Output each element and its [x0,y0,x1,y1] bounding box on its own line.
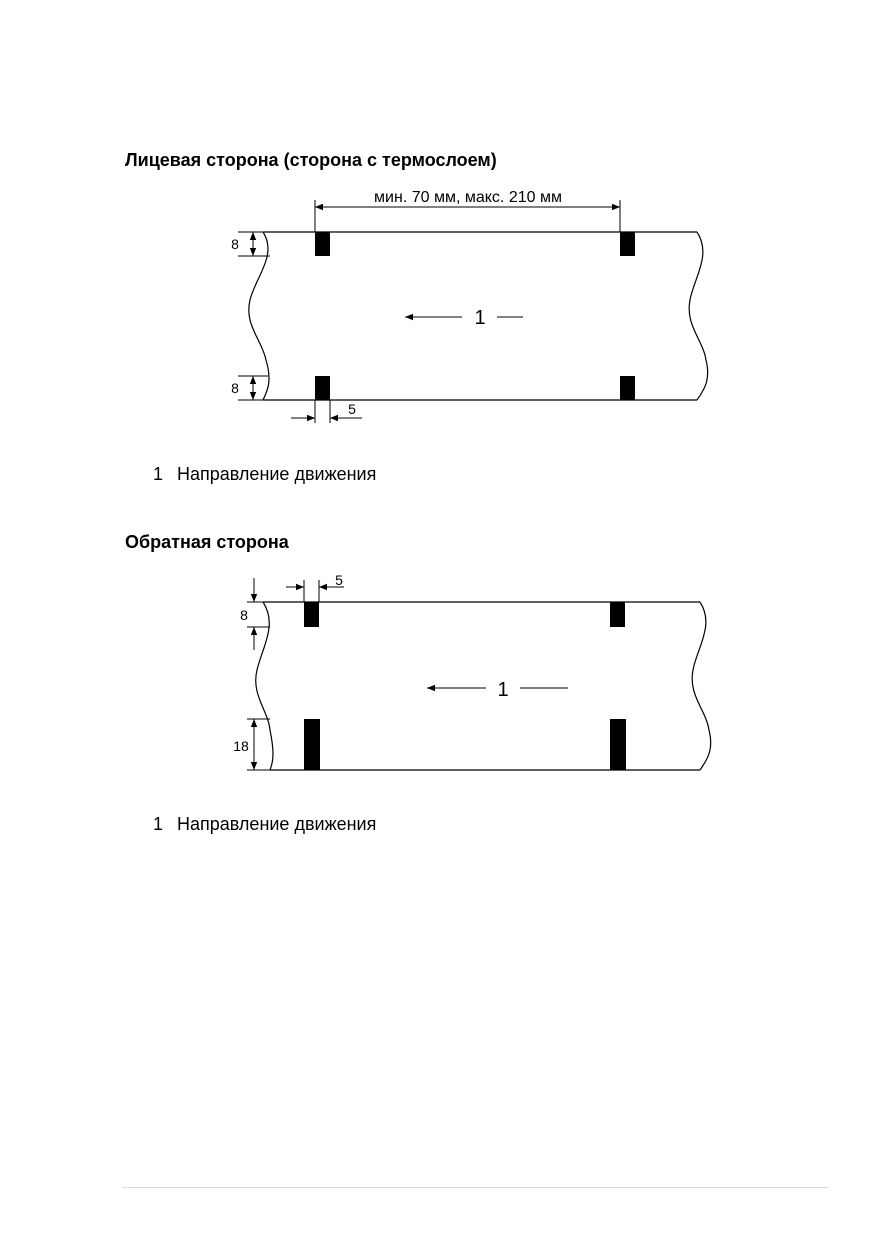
mark-bottom-left [315,376,330,400]
back-side-diagram: 5 8 18 1 [233,572,712,771]
bottom-margin-dimension [238,375,268,401]
distance-dimension [314,200,621,232]
mark-width-label: 5 [348,401,356,417]
top-margin-dimension [238,231,270,257]
mark-top-left [304,602,319,627]
mark-top-right [620,232,635,256]
top-margin-label: 8 [240,607,248,623]
front-side-heading: Лицевая сторона (сторона с термослоем) [125,150,497,170]
direction-number: 1 [497,679,508,701]
paper-strip [255,601,712,771]
legend-number: 1 [153,814,164,834]
mark-width-dimension [286,580,344,602]
mark-bottom-right [620,376,635,400]
mark-top-left [315,232,330,256]
mark-width-label: 5 [335,572,343,588]
distance-label: мин. 70 мм, макс. 210 мм [374,189,562,206]
top-margin-label: 8 [231,236,239,252]
back-legend: 1 Направление движения [153,814,376,835]
back-side-heading: Обратная сторона [125,532,289,552]
bottom-margin-dimension [247,718,270,771]
front-side-diagram: мин. 70 мм, макс. 210 мм 8 8 5 1 [231,189,709,423]
direction-number: 1 [474,307,485,329]
bottom-margin-label: 8 [231,380,239,396]
top-margin-dimension [247,578,270,650]
legend-text: Направление движения [177,814,377,834]
legend-text: Направление движения [177,464,377,484]
mark-width-dimension [291,400,362,423]
mark-bottom-left [304,719,320,770]
footer-divider [122,1187,828,1188]
mark-top-right [610,602,625,627]
bottom-margin-label: 18 [233,738,249,754]
mark-bottom-right [610,719,626,770]
legend-number: 1 [153,464,164,484]
front-legend: 1 Направление движения [153,464,376,485]
